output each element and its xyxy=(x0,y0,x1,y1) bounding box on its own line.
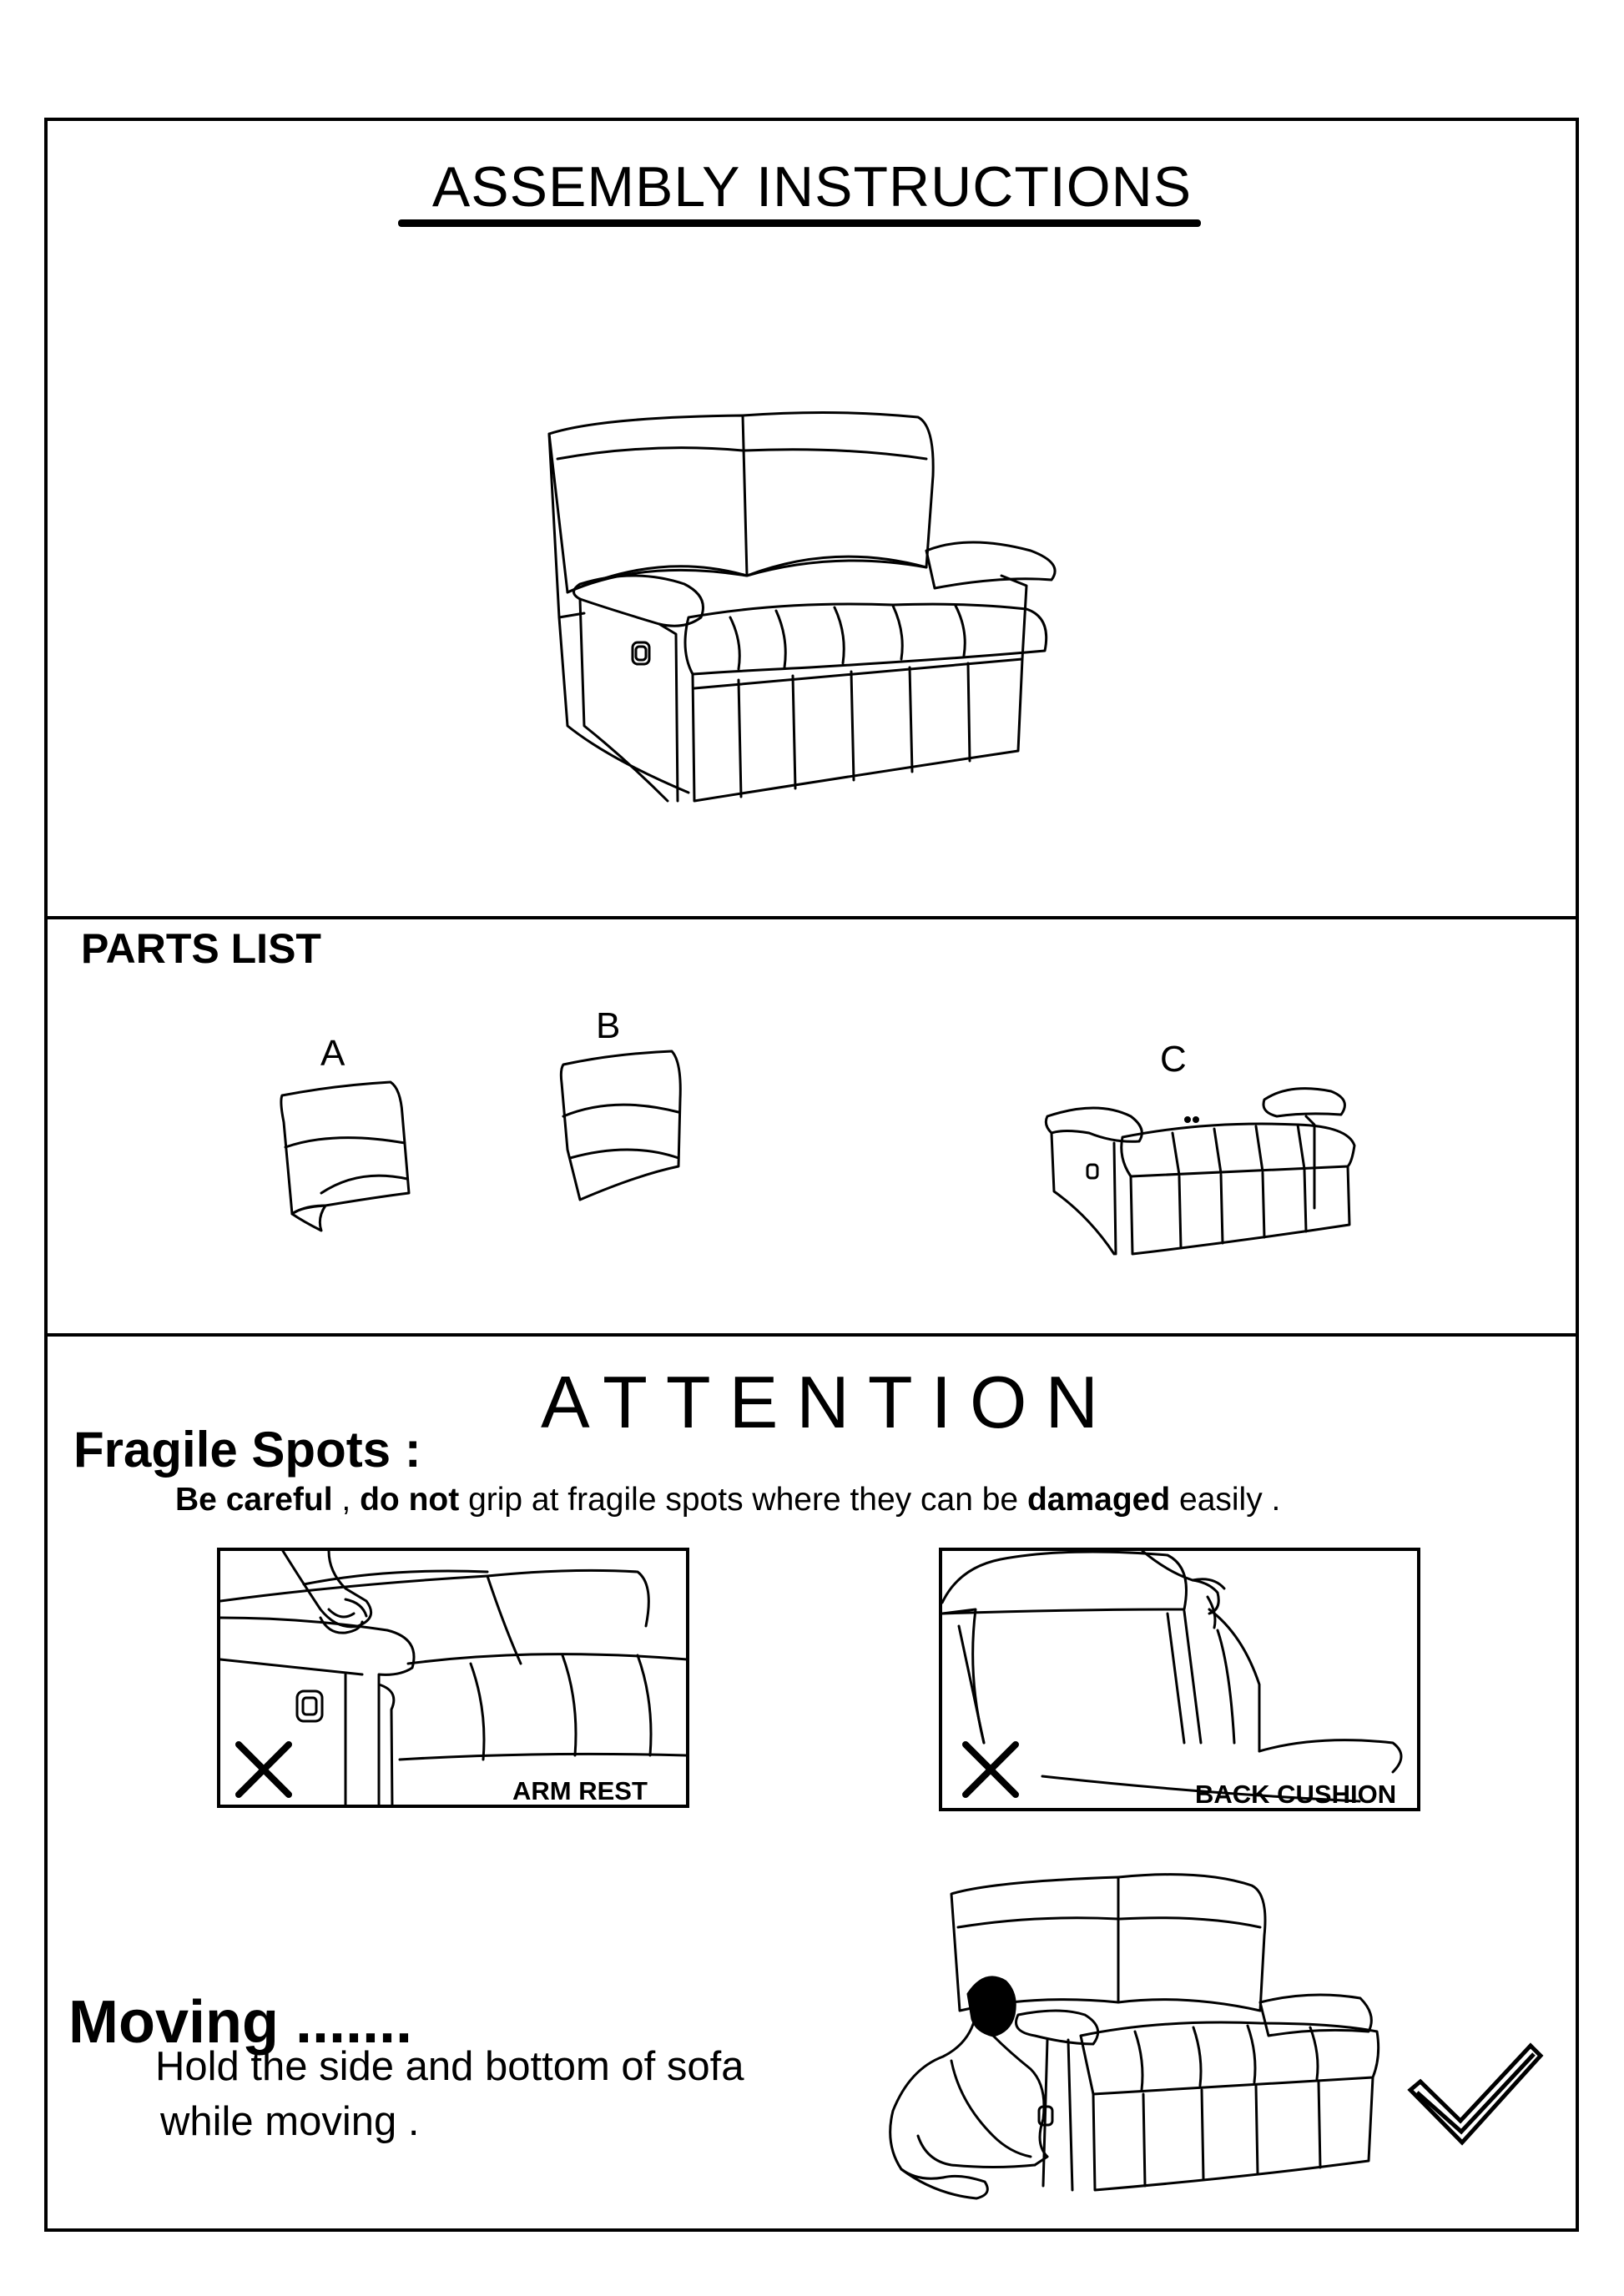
moving-line-1: Hold the side and bottom of sofa xyxy=(155,2044,744,2089)
cross-icon xyxy=(962,1741,1019,1798)
text-segment: easily . xyxy=(1170,1482,1281,1518)
back-cushion-label: BACK CUSHION xyxy=(1195,1780,1397,1809)
back-cushion-warning-panel: BACK CUSHION xyxy=(939,1548,1420,1811)
section-divider xyxy=(44,916,1579,919)
part-label-b: B xyxy=(596,1005,621,1046)
loveseat-recliner-illustration xyxy=(534,409,1085,809)
person-moving-sofa-illustration xyxy=(868,1869,1394,2203)
section-divider xyxy=(44,1333,1579,1337)
text-segment: grip at fragile spots where they can be xyxy=(459,1482,1027,1518)
fragile-spots-text: Be careful , do not grip at fragile spot… xyxy=(175,1482,1280,1518)
fragile-spots-heading: Fragile Spots : xyxy=(73,1422,421,1478)
cross-icon xyxy=(235,1741,292,1798)
check-icon xyxy=(1409,2044,1542,2144)
attention-heading: ATTENTION xyxy=(540,1361,1117,1443)
sofa-base-icon xyxy=(1039,1083,1364,1258)
arm-rest-grip-illustration xyxy=(220,1551,689,1808)
emphasis-do-not: do not xyxy=(360,1482,460,1518)
part-label-a: A xyxy=(320,1033,345,1074)
moving-instructions: Hold the side and bottom of sofa while m… xyxy=(155,2039,744,2149)
back-cushion-icon xyxy=(275,1080,417,1239)
arm-rest-label: ARM REST xyxy=(512,1776,648,1805)
part-label-c: C xyxy=(1160,1039,1187,1080)
title-underline xyxy=(398,219,1201,227)
parts-list-heading: PARTS LIST xyxy=(81,925,321,972)
moving-heading: Moving ....... xyxy=(68,1989,412,2056)
page-frame xyxy=(44,118,1579,2232)
emphasis-damaged: damaged xyxy=(1026,1482,1171,1518)
back-cushion-icon xyxy=(555,1050,697,1208)
moving-line-2: while moving . xyxy=(160,2099,420,2144)
back-cushion-grip-illustration xyxy=(942,1551,1420,1811)
page-title: ASSEMBLY INSTRUCTIONS xyxy=(431,155,1193,219)
emphasis-be-careful: Be careful xyxy=(175,1482,333,1518)
arm-rest-warning-panel: ARM REST xyxy=(217,1548,689,1808)
text-segment: , xyxy=(332,1482,361,1518)
